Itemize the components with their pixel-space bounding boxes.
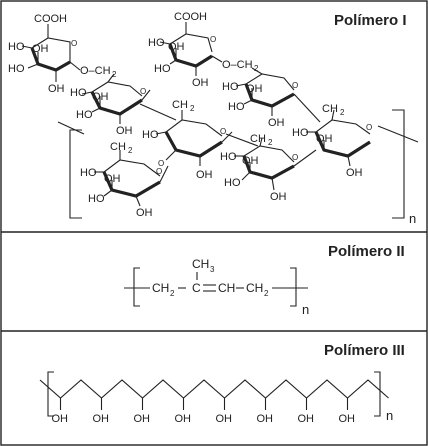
polymer-iii-backbone <box>39 379 389 399</box>
svg-text:2: 2 <box>340 108 345 117</box>
svg-text:2: 2 <box>254 64 259 73</box>
cooh-1-label: COOH <box>34 13 67 25</box>
svg-text:2: 2 <box>128 146 133 155</box>
svg-text:OH: OH <box>116 125 133 137</box>
svg-text:CH: CH <box>322 103 338 115</box>
ring-h: O CH 2 HO OH OH <box>292 103 372 179</box>
ring-e: O CH 2 HO HO OH OH <box>80 141 169 219</box>
ring-c: O HO HO OH OH <box>70 73 151 137</box>
hydroxyl-label: OH <box>52 413 69 425</box>
svg-text:O: O <box>156 167 162 176</box>
ring-f: O HO HO OH OH <box>222 67 321 129</box>
polymer-iii-subscript: n <box>386 408 393 423</box>
svg-text:3: 3 <box>210 265 215 274</box>
hydroxyl-label: OH <box>93 413 110 425</box>
svg-text:HO: HO <box>154 63 171 75</box>
svg-text:OH: OH <box>32 43 49 55</box>
polymer-iii-left-bracket <box>47 371 54 417</box>
polymer-i-right-bracket <box>392 109 405 219</box>
polymer-iii-hydroxyls: OH OH OH OH OH OH OH OH <box>52 398 356 425</box>
svg-text:2: 2 <box>170 289 175 298</box>
ch2-3-label: CH <box>250 133 266 145</box>
ring-b: O COOH HO HO OH OH O–CH 2 <box>148 11 259 89</box>
svg-text:2: 2 <box>112 70 117 79</box>
svg-text:OH: OH <box>136 207 153 219</box>
polymer-ii-structure: CH 2 C CH CH 2 CH 3 n <box>124 257 309 317</box>
svg-text:2: 2 <box>190 104 195 113</box>
svg-text:HO: HO <box>220 151 237 163</box>
hydroxyl-label: OH <box>216 413 233 425</box>
svg-text:HO: HO <box>228 101 245 113</box>
svg-text:HO: HO <box>148 37 165 49</box>
svg-text:OH: OH <box>246 83 263 95</box>
svg-text:HO: HO <box>76 109 93 121</box>
svg-text:O: O <box>158 159 164 168</box>
polymer-ii-right-bracket <box>290 267 297 307</box>
polymer-iii-structure: OH OH OH OH OH OH OH OH n <box>39 371 393 425</box>
svg-text:2: 2 <box>264 289 269 298</box>
svg-text:O: O <box>366 123 372 132</box>
polymer-ii-subscript: n <box>302 302 309 317</box>
o-ch2-2-label: O–CH <box>222 59 253 71</box>
svg-text:OH: OH <box>316 133 333 145</box>
svg-text:HO: HO <box>224 177 241 189</box>
svg-text:HO: HO <box>8 63 25 75</box>
svg-text:HO: HO <box>8 41 25 53</box>
svg-text:HO: HO <box>142 129 159 141</box>
ch2-2-label: CH <box>110 141 126 153</box>
svg-text:OH: OH <box>346 167 363 179</box>
svg-text:2: 2 <box>268 138 273 147</box>
svg-text:O: O <box>71 39 77 48</box>
polymer-iii-title: Polímero III <box>324 342 405 359</box>
polymer-ii-methyl: CH <box>192 257 209 271</box>
hydroxyl-label: OH <box>134 413 151 425</box>
svg-text:HO: HO <box>222 81 239 93</box>
ring-d: O CH 2 HO O OH <box>139 99 233 181</box>
ring-g: O CH 2 HO HO OH OH <box>220 133 298 203</box>
svg-text:OH: OH <box>168 41 185 53</box>
polymer-ii-ch2-b: CH <box>246 281 263 295</box>
svg-text:HO: HO <box>70 87 87 99</box>
polymer-ii-ch: CH <box>218 281 235 295</box>
svg-text:O: O <box>220 127 226 136</box>
svg-text:O: O <box>140 87 146 96</box>
polymer-ii-c: C <box>192 281 201 295</box>
ch2-1-label: CH <box>172 99 188 111</box>
polymer-i-right-bond <box>377 125 419 143</box>
polymer-i-subscript: n <box>409 211 416 226</box>
svg-text:HO: HO <box>292 127 309 139</box>
hydroxyl-label: OH <box>298 413 315 425</box>
svg-text:OH: OH <box>268 117 285 129</box>
svg-text:OH: OH <box>242 155 259 167</box>
svg-text:OH: OH <box>104 173 121 185</box>
polymer-iii-right-bracket <box>374 371 381 417</box>
polymer-ii-left-bracket <box>133 267 140 307</box>
hydroxyl-label: OH <box>175 413 192 425</box>
svg-text:OH: OH <box>48 83 65 95</box>
svg-text:O: O <box>292 81 298 90</box>
polymer-ii-ch2-a: CH <box>152 281 169 295</box>
svg-text:HO: HO <box>80 167 97 179</box>
hydroxyl-label: OH <box>257 413 274 425</box>
svg-text:OH: OH <box>192 77 209 89</box>
o-ch2-1-label: O–CH <box>80 65 111 77</box>
cooh-2-label: COOH <box>174 11 207 23</box>
polymer-ii-title: Polímero II <box>328 243 405 260</box>
polymer-i-title: Polímero I <box>334 12 407 29</box>
svg-text:OH: OH <box>196 169 213 181</box>
svg-text:OH: OH <box>270 191 287 203</box>
hydroxyl-label: OH <box>339 413 356 425</box>
svg-text:OH: OH <box>92 91 109 103</box>
svg-text:HO: HO <box>88 193 105 205</box>
svg-text:O: O <box>292 153 298 162</box>
polymer-i-structure: n O COOH HO HO OH OH O–CH 2 <box>8 11 419 226</box>
ring-a: O COOH HO HO OH OH O–CH 2 <box>8 13 117 95</box>
svg-text:O: O <box>210 35 216 44</box>
polymer-i-left-bond <box>57 121 85 135</box>
